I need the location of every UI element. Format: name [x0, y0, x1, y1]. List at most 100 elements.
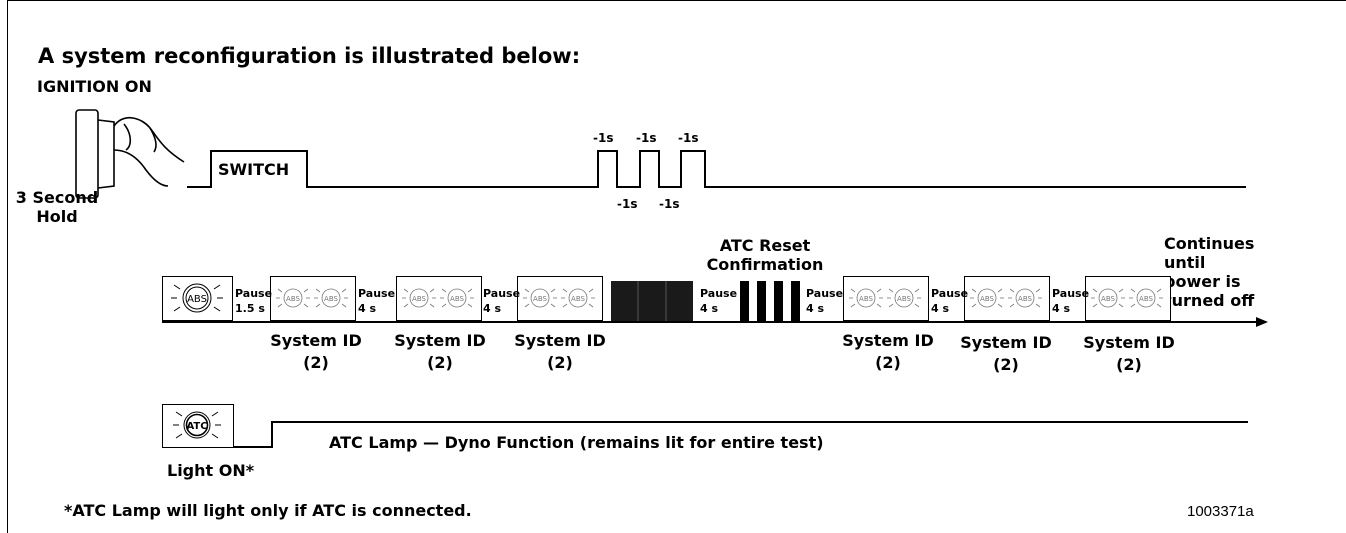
- pause-duration: 4 s: [806, 301, 843, 316]
- dim-abs-lamps-icon: ABS ABS: [844, 277, 927, 319]
- dim-abs-lamps-icon: ABS ABS: [271, 277, 354, 319]
- dim-abs-text: ABS: [571, 295, 585, 303]
- continues-line: power is: [1164, 272, 1254, 291]
- pulse-high-label: -1s: [593, 131, 613, 145]
- reset-flash-1: [740, 281, 749, 321]
- system-id-label: System ID (2): [1071, 332, 1187, 376]
- dim-abs-text: ABS: [1139, 295, 1153, 303]
- system-id-text: System ID: [1071, 332, 1187, 354]
- dim-abs-text: ABS: [1101, 295, 1115, 303]
- dim-abs-lamps-icon: ABS ABS: [965, 277, 1048, 319]
- system-id-label: System ID (2): [830, 330, 946, 374]
- ignition-label: IGNITION ON: [37, 77, 152, 96]
- atc-lamp-icon: ATC: [163, 405, 232, 446]
- pause-duration: 4 s: [1052, 301, 1089, 316]
- figure-number: 1003371a: [1187, 503, 1254, 520]
- dim-abs-text: ABS: [324, 295, 338, 303]
- reset-flash-4: [791, 281, 800, 321]
- pause-label: Pause 4 s: [483, 286, 520, 316]
- pause-word: Pause: [358, 286, 395, 301]
- dim-abs-lamps-icon: ABS ABS: [1086, 277, 1169, 319]
- system-id-lamp-box: ABS ABS: [1085, 276, 1171, 321]
- switch-waveform: [187, 151, 1246, 187]
- pause-label: Pause 4 s: [358, 286, 395, 316]
- system-id-count: (2): [1071, 354, 1187, 376]
- continues-line: until: [1164, 253, 1254, 272]
- pulse-low-label: -1s: [659, 197, 679, 211]
- abs-lamp-icon: ABS: [163, 277, 231, 319]
- lamp-off-block: [611, 281, 693, 321]
- pause-label: Pause 1.5 s: [235, 286, 272, 316]
- dim-abs-text: ABS: [980, 295, 994, 303]
- hold-label-line1: 3 Second: [0, 188, 114, 207]
- dim-abs-text: ABS: [897, 295, 911, 303]
- system-id-count: (2): [502, 352, 618, 374]
- pause-duration: 4 s: [483, 301, 520, 316]
- footnote: *ATC Lamp will light only if ATC is conn…: [64, 501, 472, 520]
- system-id-lamp-box: ABS ABS: [964, 276, 1050, 321]
- pause-word: Pause: [931, 286, 968, 301]
- continues-label: Continues until power is turned off: [1164, 234, 1254, 310]
- system-id-label: System ID (2): [258, 330, 374, 374]
- system-id-text: System ID: [382, 330, 498, 352]
- timeline-arrowhead: [1256, 317, 1268, 327]
- pause-duration: 4 s: [358, 301, 395, 316]
- pause-word: Pause: [235, 286, 272, 301]
- pulse-high-label: -1s: [678, 131, 698, 145]
- dim-abs-text: ABS: [412, 295, 426, 303]
- hold-label-line2: Hold: [0, 207, 114, 226]
- dim-abs-text: ABS: [859, 295, 873, 303]
- pause-label: Pause 4 s: [806, 286, 843, 316]
- pause-duration: 1.5 s: [235, 301, 272, 316]
- system-id-label: System ID (2): [948, 332, 1064, 376]
- atc-icon-text: ATC: [186, 421, 207, 432]
- system-id-lamp-box: ABS ABS: [517, 276, 603, 321]
- light-on-label: Light ON*: [167, 461, 254, 480]
- dim-abs-text: ABS: [1018, 295, 1032, 303]
- hold-label: 3 Second Hold: [0, 188, 114, 226]
- reset-flash-3: [774, 281, 783, 321]
- system-id-text: System ID: [948, 332, 1064, 354]
- pause-word: Pause: [806, 286, 843, 301]
- dim-abs-text: ABS: [286, 295, 300, 303]
- system-id-text: System ID: [258, 330, 374, 352]
- reset-flash-2: [757, 281, 766, 321]
- dim-abs-text: ABS: [450, 295, 464, 303]
- system-id-count: (2): [258, 352, 374, 374]
- pause-label: Pause 4 s: [931, 286, 968, 316]
- system-id-lamp-box: ABS ABS: [843, 276, 929, 321]
- abs-lamp-on: ABS: [162, 276, 233, 321]
- system-id-text: System ID: [830, 330, 946, 352]
- system-id-count: (2): [382, 352, 498, 374]
- system-id-lamp-box: ABS ABS: [270, 276, 356, 321]
- continues-line: turned off: [1164, 291, 1254, 310]
- pause-word: Pause: [700, 286, 737, 301]
- system-id-count: (2): [948, 354, 1064, 376]
- figure-title: A system reconfiguration is illustrated …: [38, 44, 580, 68]
- pause-label: Pause 4 s: [1052, 286, 1089, 316]
- atc-lamp: ATC: [162, 404, 234, 448]
- pause-word: Pause: [483, 286, 520, 301]
- dim-abs-text: ABS: [533, 295, 547, 303]
- atc-reset-line2: Confirmation: [696, 255, 834, 274]
- pause-duration: 4 s: [931, 301, 968, 316]
- system-id-text: System ID: [502, 330, 618, 352]
- hand-press-icon: [76, 110, 184, 198]
- switch-label: SWITCH: [218, 160, 289, 179]
- system-id-lamp-box: ABS ABS: [396, 276, 482, 321]
- system-id-label: System ID (2): [382, 330, 498, 374]
- pause-word: Pause: [1052, 286, 1089, 301]
- atc-reset-line1: ATC Reset: [696, 236, 834, 255]
- continues-line: Continues: [1164, 234, 1254, 253]
- atc-lamp-caption: ATC Lamp — Dyno Function (remains lit fo…: [329, 433, 824, 452]
- atc-reset-label: ATC Reset Confirmation: [696, 236, 834, 274]
- pause-label: Pause 4 s: [700, 286, 737, 316]
- pause-duration: 4 s: [700, 301, 737, 316]
- abs-icon-text: ABS: [187, 294, 207, 305]
- dim-abs-lamps-icon: ABS ABS: [518, 277, 601, 319]
- system-id-count: (2): [830, 352, 946, 374]
- pulse-low-label: -1s: [617, 197, 637, 211]
- system-id-label: System ID (2): [502, 330, 618, 374]
- dim-abs-lamps-icon: ABS ABS: [397, 277, 480, 319]
